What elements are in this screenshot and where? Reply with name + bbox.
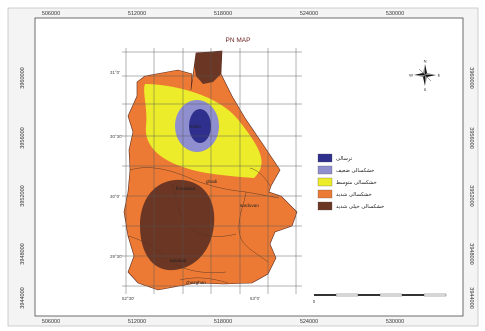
zone-wet-period [189, 109, 211, 143]
legend-swatch [317, 153, 333, 163]
legend-swatch [317, 189, 333, 199]
legend-label: خشکسالی ضعیف [336, 168, 374, 174]
legend-label: خشکسالی متوسط [336, 180, 377, 186]
x-tick-label: 530000 [386, 319, 404, 325]
y-tick-label: 3952000 [468, 185, 474, 206]
y-tick-label: 3956000 [468, 127, 474, 148]
y-tick-label: 3944000 [468, 287, 474, 308]
legend-swatch [317, 177, 333, 187]
y-tick-label: 3952000 [20, 185, 26, 206]
compass-north: N [424, 59, 427, 64]
town-label: takabad [170, 258, 187, 263]
x-axis-ticks-top: 506000 512000 518000 524000 530000 [42, 11, 404, 17]
corner-label: 31°0' [110, 70, 120, 75]
y-axis-ticks-right: 3960000 3956000 3952000 3948000 3944000 [468, 67, 474, 308]
scale-bar: 0 [313, 293, 447, 304]
scale-segment [358, 294, 380, 296]
north-arrow-icon: N S E W [409, 59, 441, 93]
legend-label: خشکسالی شدید [336, 192, 372, 198]
town-label: zahm [190, 124, 201, 129]
zone-very-severe-north [192, 51, 222, 84]
legend-label: خشکسالی خیلی شدید [336, 204, 384, 210]
x-tick-label: 524000 [300, 11, 318, 17]
y-tick-label: 3948000 [20, 243, 26, 264]
compass-west: W [409, 73, 413, 78]
corner-labels: 31°0' 30°30' 30°0' 29°30' 52°30' 53°0' [110, 70, 260, 301]
scale-segment [314, 294, 336, 296]
y-tick-label: 3948000 [468, 243, 474, 264]
x-tick-label: 518000 [214, 11, 232, 17]
x-tick-label: 506000 [42, 11, 60, 17]
x-tick-label: 512000 [128, 11, 146, 17]
scale-tick: 0 [313, 299, 316, 304]
x-tick-label: 524000 [300, 319, 318, 325]
scale-segment [335, 293, 359, 297]
town-label: chezghan [186, 280, 206, 285]
y-tick-label: 3960000 [468, 67, 474, 88]
compass-south: S [424, 87, 427, 92]
legend-swatch [317, 165, 333, 175]
y-tick-label: 3956000 [20, 127, 26, 148]
y-tick-label: 3944000 [20, 287, 26, 308]
town-label: sarduvan [240, 203, 259, 208]
y-tick-label: 3960000 [20, 67, 26, 88]
scale-segment [402, 294, 424, 296]
corner-label: 29°30' [110, 254, 123, 259]
corner-label: 52°30' [122, 296, 135, 301]
map-title: PN MAP [226, 37, 251, 44]
zone-very-severe-south [140, 179, 215, 271]
town-labels: zahm ghadi firooabad sarduvan takabad ch… [170, 124, 259, 285]
x-tick-label: 512000 [128, 319, 146, 325]
legend-swatch [317, 201, 333, 211]
y-axis-ticks-left: 3960000 3956000 3952000 3948000 3944000 [20, 67, 26, 308]
legend-label: ترسالی [336, 156, 353, 162]
corner-label: 30°0' [110, 194, 120, 199]
compass-east: E [438, 73, 441, 78]
town-label: ghadi [206, 179, 217, 184]
region-outline [123, 50, 298, 291]
x-axis-ticks-bottom: 506000 512000 518000 524000 530000 [42, 319, 404, 325]
graticule [122, 48, 302, 294]
x-tick-label: 518000 [214, 319, 232, 325]
scale-segment [379, 293, 403, 297]
x-tick-label: 506000 [42, 319, 60, 325]
legend: ترسالی خشکسالی ضعیف خشکسالی متوسط خشکسالی ش… [317, 153, 384, 211]
corner-label: 53°0' [250, 296, 260, 301]
x-tick-label: 530000 [386, 11, 404, 17]
scale-segment [423, 293, 447, 297]
town-label: firooabad [176, 186, 196, 191]
corner-label: 30°30' [110, 134, 123, 139]
